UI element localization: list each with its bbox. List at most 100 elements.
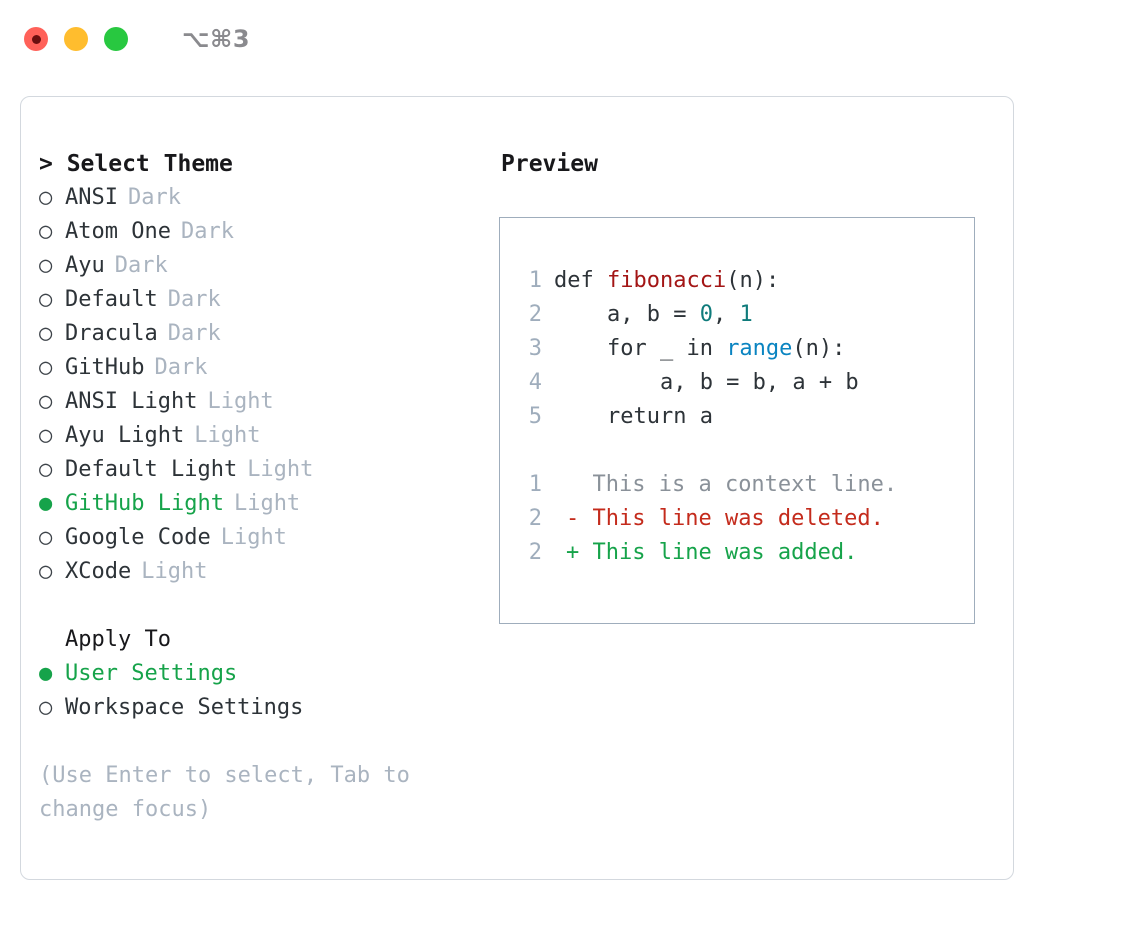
theme-item-category: Light: [220, 525, 287, 550]
traffic-lights: [24, 27, 128, 51]
code-line-text: for _ in range(n):: [554, 332, 845, 366]
apply-to-item-workspace-settings[interactable]: ○ Workspace Settings: [39, 691, 499, 725]
code-diff-separator: [516, 434, 974, 468]
radio-unselected-icon[interactable]: ○: [39, 321, 53, 346]
radio-unselected-icon[interactable]: ○: [39, 559, 53, 584]
theme-item-label: Default: [65, 287, 158, 312]
code-token-num: 1: [739, 302, 753, 327]
line-number: 2: [528, 506, 542, 531]
theme-item-label: Ayu Light: [65, 423, 185, 448]
radio-unselected-icon[interactable]: ○: [39, 253, 53, 278]
diff-line-text: This is a context line.: [579, 472, 898, 497]
theme-item-ansi-light[interactable]: ○ ANSI Light Light: [39, 385, 499, 419]
maximize-button[interactable]: [104, 27, 128, 51]
radio-unselected-icon[interactable]: ○: [39, 389, 53, 414]
diff-line-add: 2 + This line was added.: [516, 536, 974, 570]
theme-item-label: Default Light: [65, 457, 238, 482]
select-theme-header: > Select Theme: [39, 151, 233, 177]
code-line: 5 return a: [516, 400, 974, 434]
theme-item-label: Ayu: [65, 253, 105, 278]
theme-item-category: Dark: [114, 253, 168, 278]
code-token-plain: a, b = b, a + b: [554, 370, 859, 395]
theme-item-label: GitHub: [65, 355, 145, 380]
radio-unselected-icon[interactable]: ○: [39, 695, 53, 720]
radio-unselected-icon[interactable]: ○: [39, 185, 53, 210]
theme-item-google-code[interactable]: ○ Google Code Light: [39, 521, 499, 555]
diff-marker: [566, 468, 579, 502]
theme-item-category: Dark: [167, 321, 221, 346]
diff-line-text: This line was added.: [579, 540, 858, 565]
theme-item-dracula[interactable]: ○ Dracula Dark: [39, 317, 499, 351]
theme-item-category: Dark: [154, 355, 208, 380]
line-number: 2: [528, 540, 542, 565]
section-spacer: [39, 589, 499, 623]
theme-item-ayu-light[interactable]: ○ Ayu Light Light: [39, 419, 499, 453]
radio-unselected-icon[interactable]: ○: [39, 423, 53, 448]
apply-to-item-label: User Settings: [65, 661, 238, 686]
line-number: 3: [528, 336, 542, 361]
theme-item-category: Light: [207, 389, 274, 414]
diff-line-text: This line was deleted.: [579, 506, 884, 531]
apply-to-item-label: Workspace Settings: [65, 695, 304, 720]
radio-unselected-icon[interactable]: ○: [39, 355, 53, 380]
code-token-plain: a, b =: [554, 302, 700, 327]
theme-item-label: Dracula: [65, 321, 158, 346]
code-token-fn: fibonacci: [606, 268, 727, 293]
apply-to-list[interactable]: ● User Settings ○ Workspace Settings: [39, 657, 499, 725]
theme-item-github[interactable]: ○ GitHub Dark: [39, 351, 499, 385]
line-number: 1: [528, 472, 542, 497]
theme-item-label: ANSI: [65, 185, 118, 210]
hint-spacer: [39, 725, 499, 759]
radio-selected-icon[interactable]: ●: [39, 661, 53, 686]
code-token-num: 0: [699, 302, 713, 327]
diff-line-del: 2- This line was deleted.: [516, 502, 974, 536]
keyboard-shortcut-label: ⌥⌘3: [182, 25, 251, 53]
code-token-plain: ,: [712, 302, 740, 327]
code-token-plain: return a: [554, 404, 713, 429]
code-token-plain: def: [554, 268, 607, 293]
theme-item-atom-one[interactable]: ○ Atom One Dark: [39, 215, 499, 249]
code-line: 2 a, b = 0, 1: [516, 298, 974, 332]
diff-block: 1 This is a context line.2- This line wa…: [516, 468, 974, 570]
radio-selected-icon[interactable]: ●: [39, 491, 53, 516]
theme-item-category: Light: [141, 559, 208, 584]
theme-item-category: Light: [233, 491, 301, 516]
theme-item-label: Google Code: [65, 525, 211, 550]
theme-item-label: ANSI Light: [65, 389, 198, 414]
theme-item-default[interactable]: ○ Default Dark: [39, 283, 499, 317]
radio-unselected-icon[interactable]: ○: [39, 457, 53, 482]
theme-item-category: Light: [194, 423, 261, 448]
theme-item-label: Atom One: [65, 219, 171, 244]
keyboard-hint-text: (Use Enter to select, Tab to change focu…: [39, 763, 424, 822]
theme-item-ayu[interactable]: ○ Ayu Dark: [39, 249, 499, 283]
code-token-plain: for _ in: [554, 336, 727, 361]
apply-to-item-user-settings[interactable]: ● User Settings: [39, 657, 499, 691]
code-line-text: a, b = b, a + b: [554, 366, 859, 400]
theme-item-category: Dark: [167, 287, 221, 312]
radio-unselected-icon[interactable]: ○: [39, 525, 53, 550]
code-line: 4 a, b = b, a + b: [516, 366, 974, 400]
code-line-text: a, b = 0, 1: [554, 298, 753, 332]
close-button[interactable]: [24, 27, 48, 51]
radio-unselected-icon[interactable]: ○: [39, 219, 53, 244]
theme-item-xcode[interactable]: ○ XCode Light: [39, 555, 499, 589]
theme-item-ansi[interactable]: ○ ANSI Dark: [39, 181, 499, 215]
theme-item-category: Dark: [180, 219, 234, 244]
diff-line-ctx: 1 This is a context line.: [516, 468, 974, 502]
diff-marker: +: [566, 540, 580, 565]
minimize-button[interactable]: [64, 27, 88, 51]
theme-item-category: Dark: [127, 185, 181, 210]
recording-indicator-icon: [31, 34, 41, 44]
theme-item-label: XCode: [65, 559, 132, 584]
radio-unselected-icon[interactable]: ○: [39, 287, 53, 312]
